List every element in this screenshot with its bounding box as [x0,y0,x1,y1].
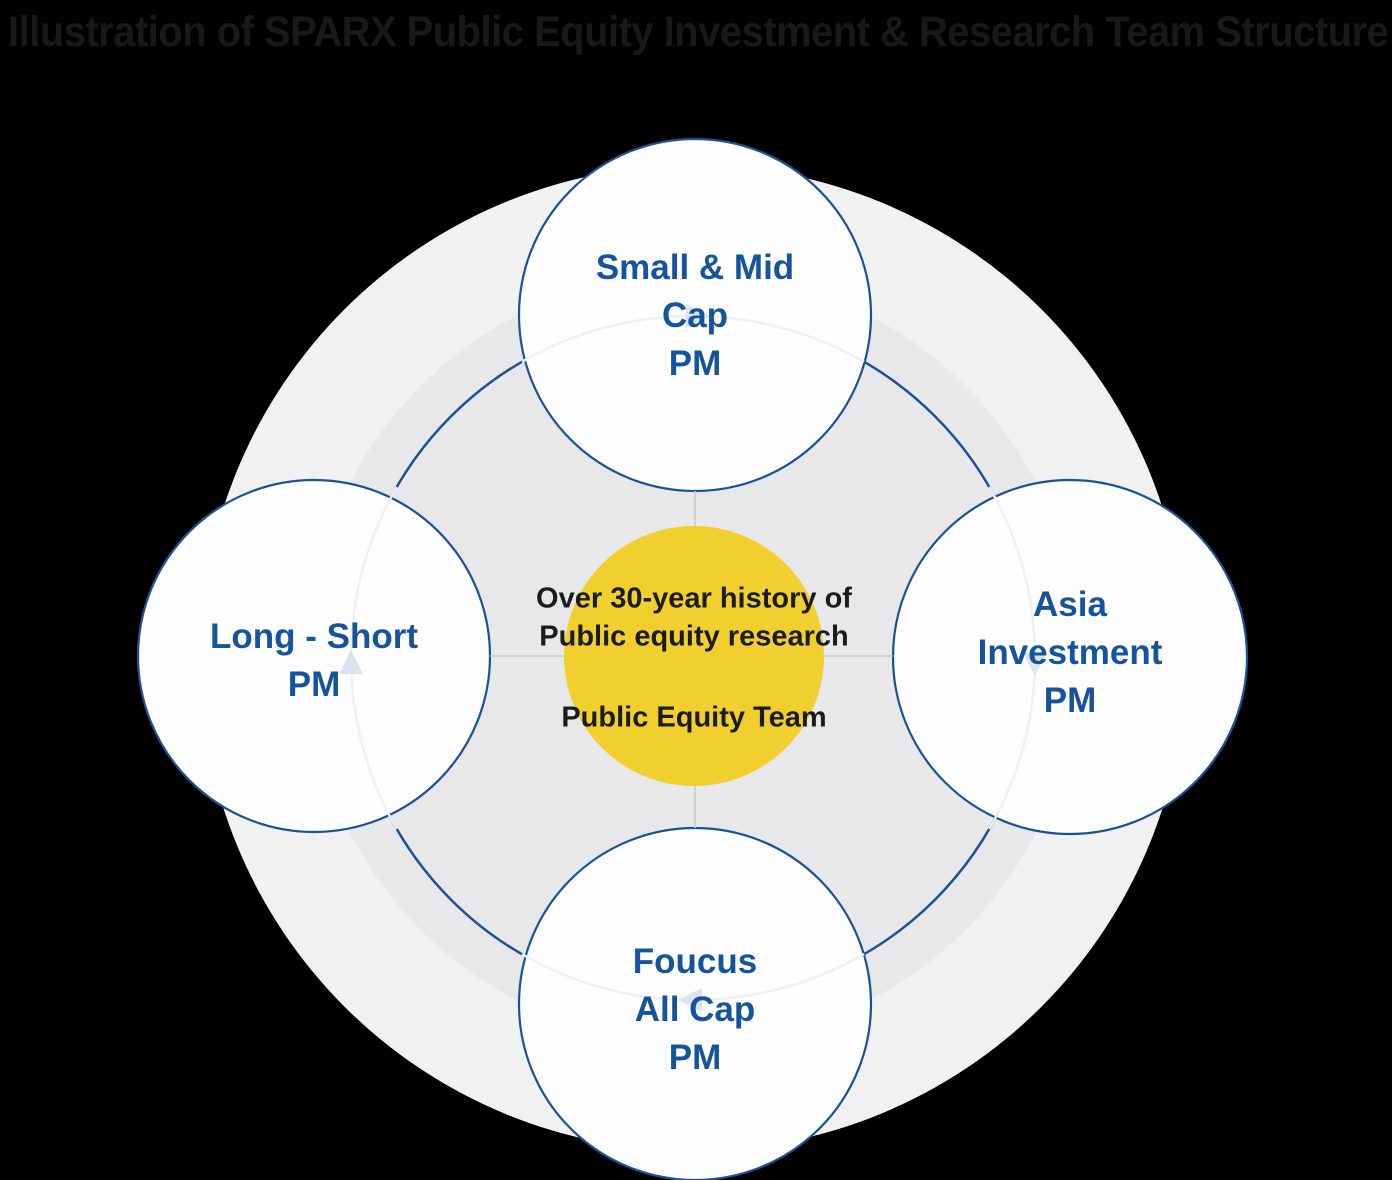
node-label-line: Asia [1033,585,1107,624]
center-circle [564,526,824,786]
rotation-arrow-icon-top [686,304,710,328]
node-circle-right [891,478,1249,836]
node-label-line: All Cap [634,990,756,1029]
rotation-arrow-icon-left [339,650,363,674]
node-label-line: PM [668,344,722,383]
rotation-arrow-icon-right [1023,652,1047,676]
node-label-line: PM [668,1038,722,1077]
center-label-public-equity-team: Over 30-year history of Public equity re… [536,580,852,737]
node-label-line: Cap [661,296,729,335]
center-team-label: Public Equity Team [561,701,827,734]
node-label-line: Long - Short [209,617,419,656]
node-label-line: PM [287,665,341,704]
center-heading-line: Over 30-year history of [536,582,852,615]
node-label-small-mid-cap: Small & Mid Cap PM [596,244,794,388]
page-title: Illustration of SPARX Public Equity Inve… [8,8,1389,56]
node-label-line: PM [1043,681,1097,720]
node-label-long-short: Long - Short PM [210,613,418,709]
center-heading-line: Public equity research [539,620,849,653]
node-label-line: Small & Mid [595,248,795,287]
node-label-line: Foucus [632,942,758,981]
rotation-arrow-icon-bottom [678,988,702,1012]
node-label-line: Investment [977,633,1163,672]
node-label-asia-investment: Asia Investment PM [978,581,1163,725]
node-label-focus-all-cap: Foucus All Cap PM [633,938,757,1082]
